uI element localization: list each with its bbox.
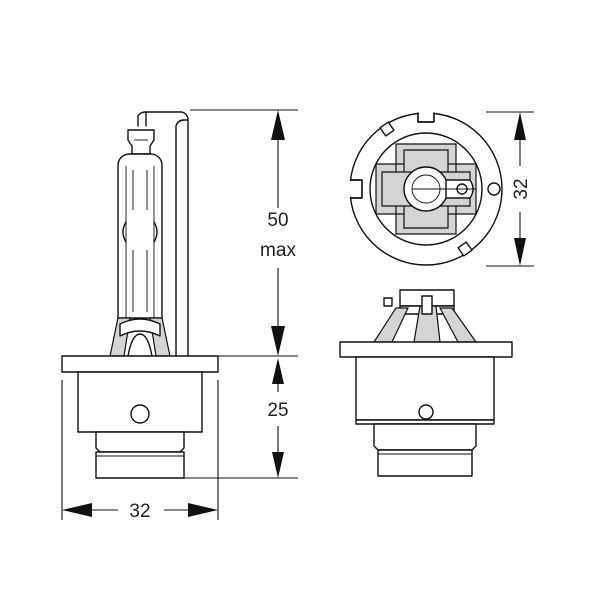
arrow-right-icon [188, 503, 218, 517]
height-top-value: 50 [267, 210, 288, 231]
locating-hole-icon [487, 182, 501, 196]
locating-pin-icon [130, 404, 150, 424]
top-view [349, 110, 503, 266]
arrow-up-icon [514, 112, 526, 140]
arrow-up-icon [272, 358, 284, 384]
arrow-up-icon [271, 110, 285, 140]
return-wire [137, 111, 189, 357]
base-flange [61, 355, 219, 373]
top-contact [127, 129, 155, 155]
locating-pin-icon [418, 404, 434, 420]
front-body [355, 356, 495, 425]
tube-clamp [109, 317, 171, 357]
width-dimension: 32 [61, 380, 219, 522]
arrow-left-icon [62, 503, 92, 517]
socket-body [77, 371, 203, 433]
diameter-dimension: 32 [486, 111, 534, 267]
side-view [61, 111, 219, 479]
height-top-qualifier: max [260, 240, 296, 261]
width-bottom-value: 32 [129, 501, 150, 522]
glass-tube [117, 153, 163, 319]
arrow-down-icon [272, 452, 284, 478]
front-view [339, 289, 513, 477]
height-bottom-value: 25 [267, 400, 288, 421]
height-dimension: 50 max 25 [184, 109, 298, 479]
diameter-value: 32 [511, 178, 532, 199]
arrow-down-icon [271, 326, 285, 356]
front-flange [339, 341, 513, 358]
arrow-down-icon [514, 238, 526, 266]
bottom-connector [95, 431, 185, 479]
front-connector [373, 423, 477, 477]
front-bracket [372, 289, 478, 343]
